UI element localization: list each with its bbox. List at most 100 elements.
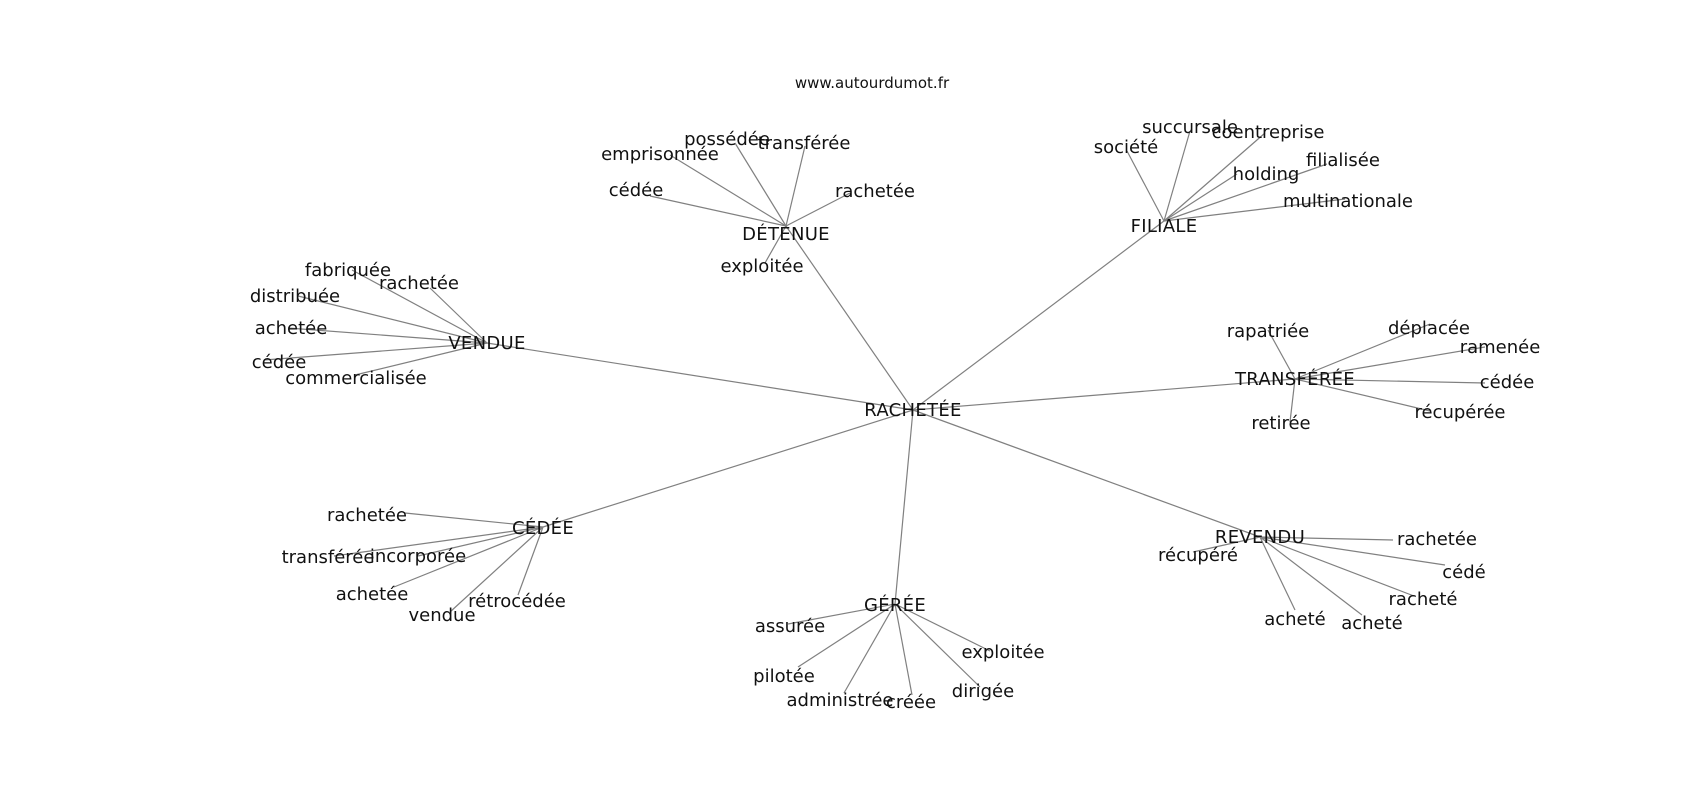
word-label-geree-creee: créée [886, 692, 936, 713]
edge-center-detenue [785, 225, 914, 411]
word-label-geree-administree: administrée [787, 690, 894, 711]
edge-vendue-rachetee [429, 287, 488, 344]
hub-label-transferee: TRANSFÉRÉE [1234, 368, 1355, 390]
word-label-transferee-cedee: cédée [1480, 372, 1535, 393]
word-label-cedee-transferee: transférée [282, 547, 375, 568]
edge-vendue-fabriquee [351, 269, 488, 344]
word-label-cedee-incorporee: incorporée [370, 546, 466, 567]
edge-cedee-incorporee [417, 526, 544, 557]
edge-filiale-coentreprise [1163, 132, 1266, 222]
word-label-revendu-achete: acheté [1264, 609, 1326, 630]
word-label-geree-exploitee: exploitée [961, 642, 1044, 663]
edge-filiale-multinationale [1163, 198, 1346, 222]
center-word-label: RACHETÉE [864, 399, 961, 421]
word-label-cedee-achetee: achetée [336, 584, 409, 605]
edge-transferee-retiree [1289, 378, 1296, 423]
edge-cedee-achetee [393, 526, 544, 588]
edge-revendu-rachete [1259, 536, 1415, 597]
edge-center-revendu [912, 409, 1261, 538]
word-label-revendu-rachetee: rachetée [1397, 529, 1477, 550]
word-label-cedee-retrocedee: rétrocédée [468, 591, 566, 612]
word-label-transferee-deplacee: déplacée [1388, 318, 1470, 339]
edge-revendu-achete [1259, 536, 1296, 611]
hub-label-geree: GÉRÉE [864, 594, 926, 616]
edge-vendue-achetee [287, 327, 488, 344]
edge-filiale-holding [1163, 173, 1238, 222]
word-label-detenue-cedee: cédée [609, 180, 664, 201]
edge-revendu-achete [1259, 536, 1363, 616]
word-label-cedee-rachetee: rachetée [327, 505, 407, 526]
edge-geree-dirigee [894, 603, 981, 688]
word-label-transferee-recuperee: récupérée [1414, 402, 1505, 423]
edge-transferee-deplacee [1294, 323, 1431, 380]
hub-label-vendue: VENDUE [448, 333, 525, 354]
word-label-filiale-multinationale: multinationale [1283, 191, 1413, 212]
word-label-vendue-distribuee: distribuée [250, 286, 340, 307]
hub-label-detenue: DÉTENUE [742, 223, 830, 245]
edge-filiale-filialisee [1163, 163, 1328, 222]
word-label-revendu-recupere: récupéré [1158, 545, 1238, 566]
word-label-vendue-commercialisee: commercialisée [285, 368, 427, 389]
edge-transferee-ramenee [1294, 346, 1486, 380]
edge-cedee-rachetee [404, 512, 544, 528]
edge-revendu-recupere [1192, 536, 1261, 553]
word-label-vendue-cedee: cédée [252, 352, 307, 373]
edge-geree-administree [843, 603, 896, 694]
edge-center-geree [894, 409, 914, 605]
edge-center-vendue [486, 342, 914, 411]
word-label-detenue-exploitee: exploitée [720, 256, 803, 277]
edge-detenue-possedee [734, 142, 787, 227]
edge-cedee-transferee [333, 526, 544, 557]
edges [263, 130, 1486, 696]
edge-transferee-recuperee [1294, 378, 1431, 412]
word-label-filiale-succursale: succursale [1142, 117, 1238, 138]
edge-detenue-rachetee [785, 192, 851, 227]
word-label-vendue-achetee: achetée [255, 318, 328, 339]
hub-label-revendu: REVENDU [1215, 527, 1305, 548]
word-label-revendu-rachete: racheté [1389, 589, 1458, 610]
edge-geree-exploitee [894, 603, 991, 652]
edge-transferee-rapatriee [1267, 329, 1296, 380]
edge-center-cedee [542, 409, 914, 528]
word-label-cedee-vendue: vendue [408, 605, 475, 626]
word-label-geree-pilotee: pilotée [753, 666, 815, 687]
word-label-detenue-rachetee: rachetée [835, 181, 915, 202]
word-label-detenue-emprisonnee: emprisonnée [601, 144, 719, 165]
word-label-revendu-achete: acheté [1341, 613, 1403, 634]
edge-geree-assuree [787, 603, 896, 625]
word-label-transferee-rapatriee: rapatriée [1227, 321, 1310, 342]
edge-transferee-cedee [1294, 378, 1486, 384]
word-label-detenue-possedee: possédée [684, 129, 770, 150]
edge-geree-pilotee [797, 603, 896, 668]
word-label-filiale-coentreprise: coentreprise [1212, 122, 1325, 143]
edge-center-filiale [912, 220, 1165, 411]
word-label-transferee-ramenee: ramenée [1460, 337, 1541, 358]
edge-geree-creee [894, 603, 913, 696]
edge-filiale-succursale [1163, 130, 1191, 222]
word-label-geree-dirigee: dirigée [952, 681, 1014, 702]
edge-detenue-transferee [785, 145, 806, 227]
word-label-vendue-rachetee: rachetée [379, 273, 459, 294]
edge-detenue-exploitee [764, 225, 787, 264]
edge-vendue-distribuee [297, 295, 488, 344]
hub-label-filiale: FILIALE [1131, 216, 1198, 237]
word-label-filiale-filialisee: filialisée [1306, 150, 1380, 171]
edge-vendue-commercialisee [354, 342, 488, 376]
edge-detenue-emprisonnee [669, 154, 787, 227]
site-label: www.autourdumot.fr [795, 74, 950, 92]
edge-center-transferee [912, 378, 1296, 411]
word-label-transferee-retiree: retirée [1251, 413, 1310, 434]
word-label-geree-assuree: assurée [755, 616, 825, 637]
word-label-filiale-holding: holding [1233, 164, 1300, 185]
hub-label-cedee: CÉDÉE [512, 517, 574, 539]
word-label-detenue-transferee: transférée [758, 133, 851, 154]
labels: www.autourdumot.fr RACHETÉE DÉTENUE posséd… [250, 74, 1540, 713]
word-label-vendue-fabriquee: fabriquée [305, 260, 391, 281]
edge-revendu-cede [1259, 536, 1446, 566]
word-label-revendu-cede: cédé [1442, 562, 1485, 583]
edge-filiale-societe [1126, 150, 1165, 222]
word-label-filiale-societe: société [1094, 137, 1159, 158]
edge-detenue-cedee [649, 195, 787, 227]
